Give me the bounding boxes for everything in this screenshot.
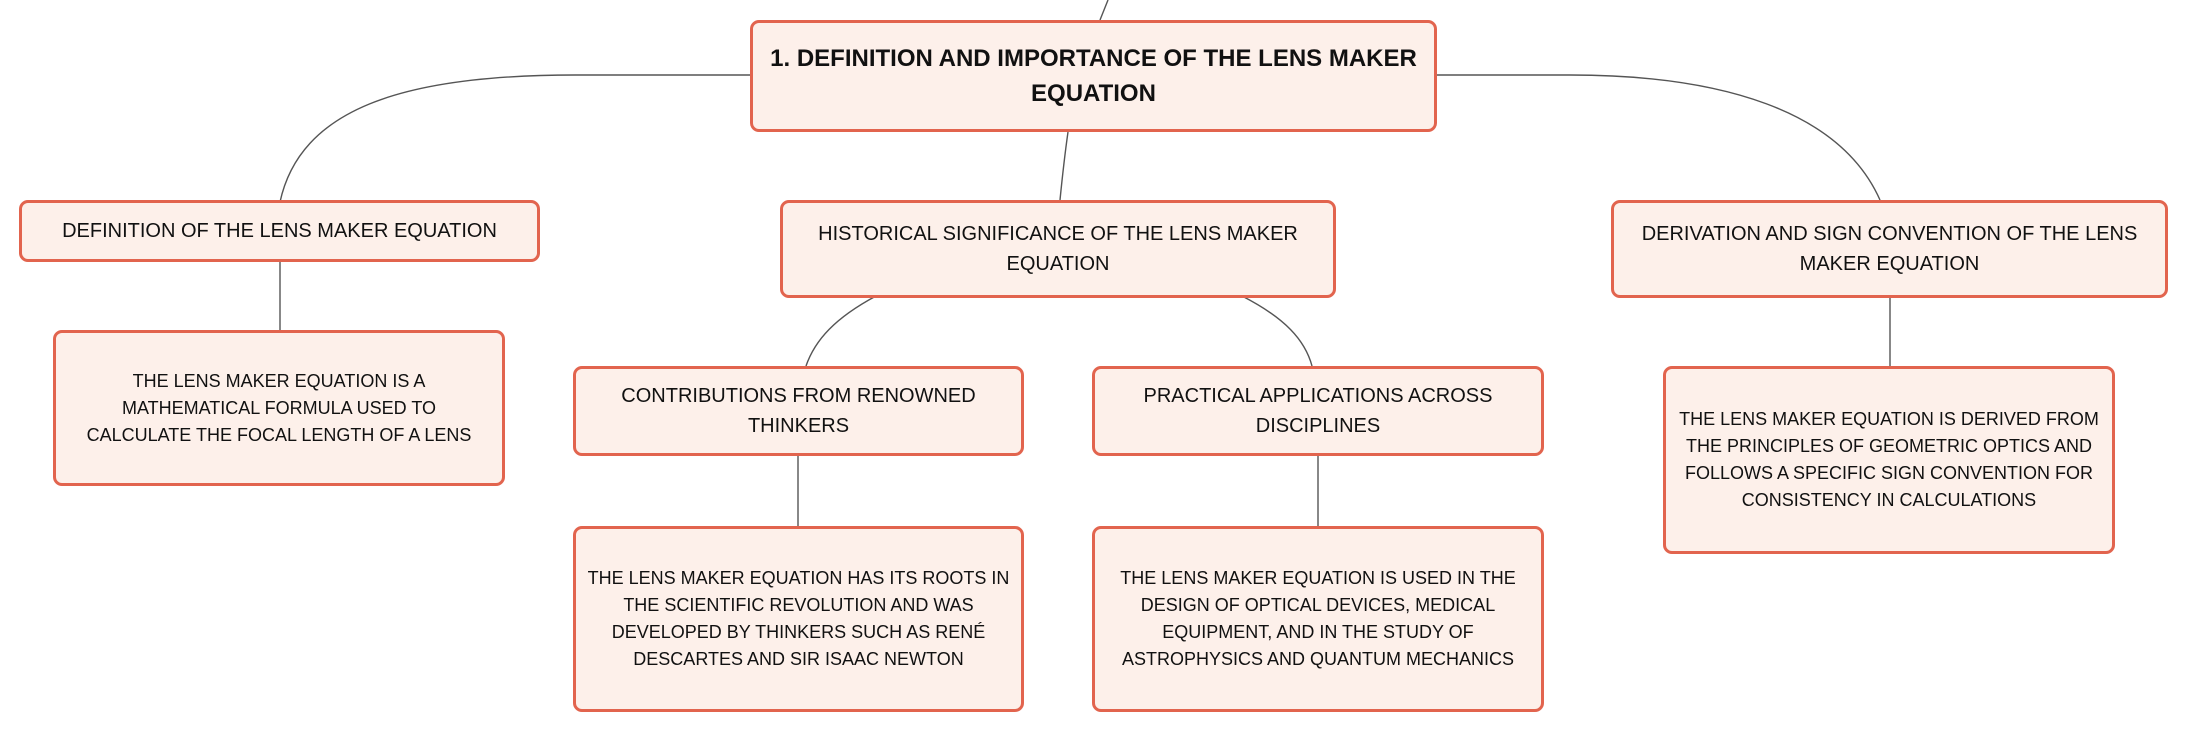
thinkers-detail-text: THE LENS MAKER EQUATION HAS ITS ROOTS IN…: [587, 568, 1010, 669]
history-topic-node[interactable]: HISTORICAL SIGNIFICANCE OF THE LENS MAKE…: [780, 200, 1336, 298]
applications-topic-node[interactable]: PRACTICAL APPLICATIONS ACROSS DISCIPLINE…: [1092, 366, 1544, 456]
derivation-detail-node[interactable]: THE LENS MAKER EQUATION IS DERIVED FROM …: [1663, 366, 2115, 554]
connector-root-to-derivation: [1435, 74, 1881, 201]
applications-detail-node[interactable]: THE LENS MAKER EQUATION IS USED IN THE D…: [1092, 526, 1544, 712]
derivation-topic-node[interactable]: DERIVATION AND SIGN CONVENTION OF THE LE…: [1611, 200, 2168, 298]
thinkers-topic-node[interactable]: CONTRIBUTIONS FROM RENOWNED THINKERS: [573, 366, 1024, 456]
definition-topic-label: DEFINITION OF THE LENS MAKER EQUATION: [62, 220, 497, 242]
thinkers-topic-label: CONTRIBUTIONS FROM RENOWNED THINKERS: [621, 385, 976, 437]
connector-history-to-thinkers: [805, 295, 877, 367]
root-topic-label: 1. DEFINITION AND IMPORTANCE OF THE LENS…: [770, 45, 1417, 107]
definition-detail-node[interactable]: THE LENS MAKER EQUATION IS A MATHEMATICA…: [53, 330, 505, 486]
applications-topic-label: PRACTICAL APPLICATIONS ACROSS DISCIPLINE…: [1143, 385, 1493, 437]
root-topic-node[interactable]: 1. DEFINITION AND IMPORTANCE OF THE LENS…: [750, 20, 1437, 132]
thinkers-detail-node[interactable]: THE LENS MAKER EQUATION HAS ITS ROOTS IN…: [573, 526, 1024, 712]
connector-root-to-parent: [1099, 0, 1109, 21]
connector-root-to-definition: [279, 74, 750, 203]
applications-detail-text: THE LENS MAKER EQUATION IS USED IN THE D…: [1120, 568, 1516, 669]
history-topic-label: HISTORICAL SIGNIFICANCE OF THE LENS MAKE…: [818, 223, 1298, 275]
derivation-topic-label: DERIVATION AND SIGN CONVENTION OF THE LE…: [1641, 223, 2138, 275]
connector-history-to-applications: [1241, 295, 1313, 367]
definition-detail-text: THE LENS MAKER EQUATION IS A MATHEMATICA…: [86, 370, 472, 445]
derivation-detail-text: THE LENS MAKER EQUATION IS DERIVED FROM …: [1679, 409, 2099, 510]
definition-topic-node[interactable]: DEFINITION OF THE LENS MAKER EQUATION: [19, 200, 540, 262]
connector-root-to-history: [1059, 131, 1069, 201]
